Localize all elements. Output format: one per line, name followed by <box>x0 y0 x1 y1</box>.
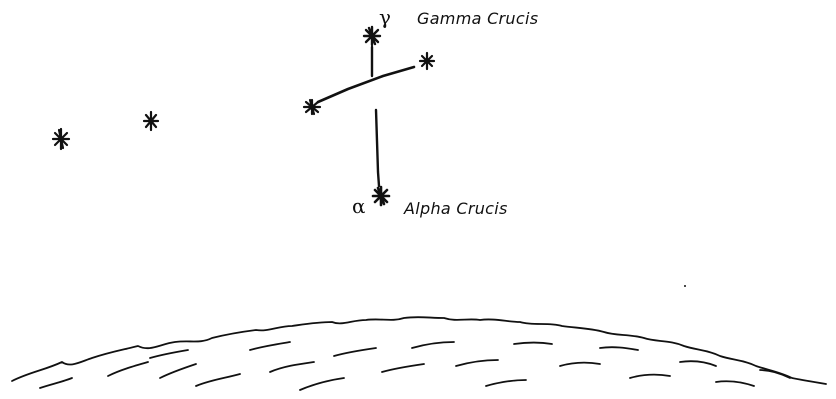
alpha-label: Alpha Crucis <box>403 199 508 218</box>
star-pointer-left <box>53 129 69 149</box>
cross-vertical-line-lower <box>376 110 379 186</box>
alpha-symbol: α <box>352 194 366 218</box>
gamma-symbol: γ <box>379 5 391 29</box>
star-pointer-right <box>144 112 158 130</box>
gamma-label: Gamma Crucis <box>417 9 538 28</box>
star-beta-crucis <box>304 100 320 114</box>
constellation-lines <box>318 47 414 186</box>
star-gamma-crucis <box>364 27 380 45</box>
cross-bar-line <box>318 67 414 102</box>
star-alpha-crucis <box>373 187 389 205</box>
star-delta-crucis <box>420 53 434 69</box>
speck-dot <box>684 285 686 287</box>
sea-waves <box>12 317 826 390</box>
